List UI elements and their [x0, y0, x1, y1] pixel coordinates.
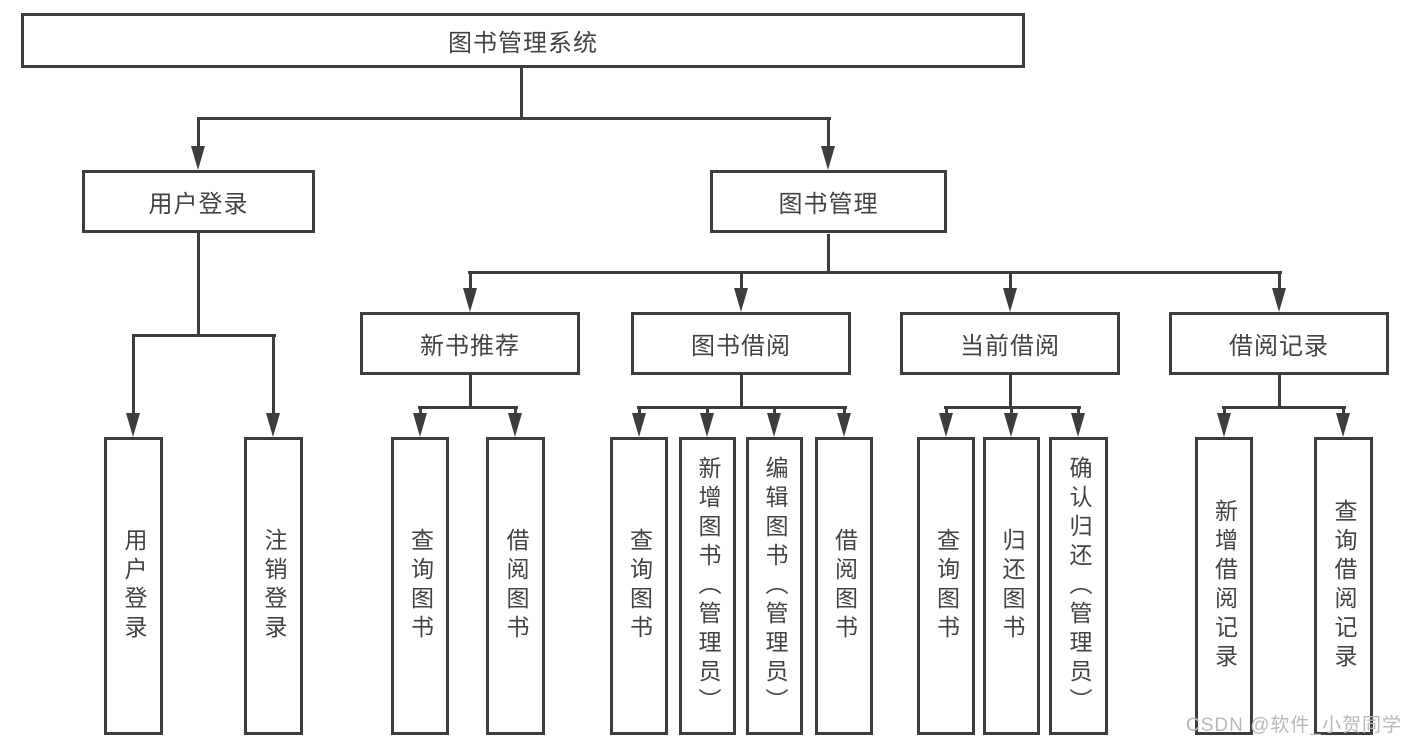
connector-current-borrow-stem — [1009, 374, 1012, 409]
arrowhead-icon — [1004, 413, 1018, 437]
connector-level2-bar — [197, 117, 831, 120]
arrowhead-icon — [1336, 413, 1350, 437]
connector-drop-leaf — [1342, 406, 1345, 415]
node-borrow-records: 借阅记录 — [1169, 312, 1389, 375]
arrowhead-icon — [632, 413, 646, 437]
node-book-borrow: 图书借阅 — [631, 312, 851, 375]
arrowhead-icon — [821, 146, 835, 170]
connector-root-stem — [520, 66, 523, 119]
arrowhead-icon — [700, 413, 714, 437]
connector-drop-book-borrow — [740, 271, 743, 289]
arrowhead-icon — [767, 413, 781, 437]
arrowhead-icon — [939, 413, 953, 437]
arrowhead-icon — [837, 413, 851, 437]
connector-new-books-stem — [469, 374, 472, 409]
connector-book-mgmt-stem — [827, 234, 830, 274]
node-new-book-recommend: 新书推荐 — [360, 312, 580, 375]
node-library-system: 图书管理系统 — [21, 13, 1025, 68]
leaf-user-login: 用户登录 — [104, 437, 163, 735]
connector-user-login-stem — [197, 233, 200, 337]
leaf-add-borrow-record: 新增借阅记录 — [1195, 437, 1253, 735]
connector-new-books-bar — [418, 406, 518, 409]
connector-drop-leaf — [773, 406, 776, 415]
node-current-borrow: 当前借阅 — [900, 312, 1120, 375]
arrowhead-icon — [126, 413, 140, 437]
arrowhead-icon — [734, 288, 748, 312]
leaf-borrow-books-2: 借阅图书 — [815, 437, 873, 735]
watermark: CSDN @软件_小贺同学 — [1186, 715, 1402, 736]
leaf-confirm-return-admin: 确认归还（管理员） — [1049, 437, 1108, 735]
connector-drop-leaf — [419, 406, 422, 415]
connector-borrow-records-bar — [1222, 406, 1346, 409]
leaf-return-book: 归还图书 — [983, 437, 1040, 735]
connector-book-borrow-bar — [637, 406, 847, 409]
connector-book-borrow-stem — [740, 374, 743, 409]
leaf-query-books-1: 查询图书 — [391, 437, 449, 735]
arrowhead-icon — [266, 413, 280, 437]
arrowhead-icon — [413, 413, 427, 437]
connector-drop-book-mgmt — [827, 117, 830, 148]
connector-drop-leaf — [132, 334, 135, 414]
connector-drop-new-books — [469, 271, 472, 289]
arrowhead-icon — [1071, 413, 1085, 437]
connector-drop-leaf — [1223, 406, 1226, 415]
connector-user-login-bar — [132, 334, 276, 337]
arrowhead-icon — [1217, 413, 1231, 437]
connector-drop-leaf — [1010, 406, 1013, 415]
node-user-login: 用户登录 — [82, 170, 315, 233]
leaf-logout: 注销登录 — [244, 437, 303, 735]
connector-borrow-records-stem — [1278, 374, 1281, 409]
connector-drop-leaf — [1077, 406, 1080, 415]
connector-drop-leaf — [638, 406, 641, 415]
leaf-borrow-books-1: 借阅图书 — [486, 437, 545, 735]
arrowhead-icon — [1003, 288, 1017, 312]
connector-drop-leaf — [272, 334, 275, 414]
arrowhead-icon — [508, 413, 522, 437]
connector-drop-leaf — [706, 406, 709, 415]
leaf-edit-book-admin: 编辑图书（管理员） — [746, 437, 803, 735]
connector-drop-borrow-records — [1278, 271, 1281, 289]
connector-drop-leaf — [945, 406, 948, 415]
leaf-query-borrow-record: 查询借阅记录 — [1314, 437, 1373, 735]
node-book-management: 图书管理 — [710, 170, 947, 233]
arrowhead-icon — [1272, 288, 1286, 312]
leaf-query-books-3: 查询图书 — [917, 437, 975, 735]
leaf-add-book-admin: 新增图书（管理员） — [679, 437, 736, 735]
leaf-query-books-2: 查询图书 — [610, 437, 668, 735]
connector-drop-user-login — [197, 117, 200, 148]
arrowhead-icon — [191, 146, 205, 170]
connector-drop-current-borrow — [1009, 271, 1012, 289]
arrowhead-icon — [463, 288, 477, 312]
connector-level3-bar — [468, 271, 1282, 274]
connector-drop-leaf — [514, 406, 517, 415]
connector-drop-leaf — [843, 406, 846, 415]
